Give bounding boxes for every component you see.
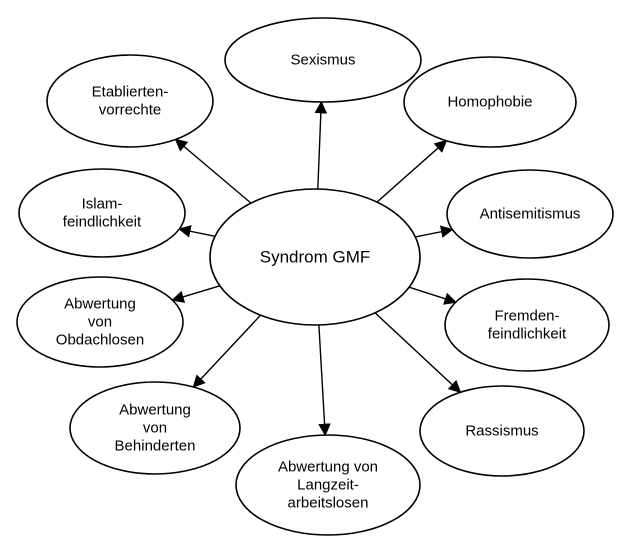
node-fremdenfeindlichkeit-line-1: Fremden- [494,308,559,325]
arrow-to-etabliertenvorrechte [174,138,252,204]
node-antisemitismus: Antisemitismus [446,169,614,259]
node-antisemitismus-line-1: Antisemitismus [480,206,581,223]
node-sexismus-line-1: Sexismus [290,52,355,69]
center-ellipse [209,188,421,326]
node-sexismus: Sexismus [224,17,422,103]
arrow-to-rassismus [374,312,462,394]
node-behinderte-line-2: von [143,420,167,437]
node-etabliertenvorrechte-ellipse [46,54,214,148]
center-label: Syndrom GMF [260,248,371,267]
node-antisemitismus-ellipse [446,169,614,259]
node-obdachlose-ellipse [16,276,184,368]
node-behinderte-line-3: Behinderten [115,438,196,455]
node-etabliertenvorrechte: Etablierten-vorrechte [46,54,214,148]
node-homophobie-ellipse [403,56,577,148]
nodes: SexismusHomophobieAntisemitismusFremden-… [16,17,614,536]
node-fremdenfeindlichkeit-ellipse [444,278,610,372]
node-obdachlose-line-3: Obdachlosen [56,332,144,349]
arrow-to-behinderte [192,314,262,388]
node-obdachlose-line-1: Abwertung [64,296,136,313]
node-langzeitarbeitslose-line-2: Langzeit- [297,477,359,494]
arrow-to-islamfeindlichkeit [178,225,216,238]
node-islamfeindlichkeit-line-2: feindlichkeit [63,214,142,231]
node-sexismus-ellipse [224,17,422,103]
node-rassismus: Rassismus [419,385,585,477]
node-islamfeindlichkeit: Islam-feindlichkeit [18,168,186,258]
node-obdachlose-line-2: von [88,314,112,331]
node-rassismus-line-1: Rassismus [465,423,538,440]
node-fremdenfeindlichkeit: Fremden-feindlichkeit [444,278,610,372]
center-node: Syndrom GMF [209,188,421,326]
node-fremdenfeindlichkeit-line-2: feindlichkeit [488,326,567,343]
arrow-to-sexismus [314,100,328,190]
node-rassismus-ellipse [419,385,585,477]
node-islamfeindlichkeit-line-1: Islam- [82,196,123,213]
node-etabliertenvorrechte-line-2: vorrechte [99,102,162,119]
node-behinderte-ellipse [69,381,241,475]
node-behinderte-line-1: Abwertung [119,402,191,419]
arrow-to-obdachlose [171,285,221,303]
arrow-to-homophobie [376,139,448,203]
node-langzeitarbeitslose-line-3: arbeitslosen [288,495,369,512]
arrow-to-antisemitismus [415,225,454,238]
node-islamfeindlichkeit-ellipse [18,168,186,258]
node-homophobie: Homophobie [403,56,577,148]
node-langzeitarbeitslose-line-1: Abwertung von [278,459,378,476]
arrow-to-langzeitarbeitslose [318,324,331,437]
node-etabliertenvorrechte-line-1: Etablierten- [92,84,169,101]
edges [171,100,462,437]
node-langzeitarbeitslose-ellipse [235,434,421,536]
node-homophobie-line-1: Homophobie [447,94,532,111]
arrow-to-fremdenfeindlichkeit [408,286,457,305]
